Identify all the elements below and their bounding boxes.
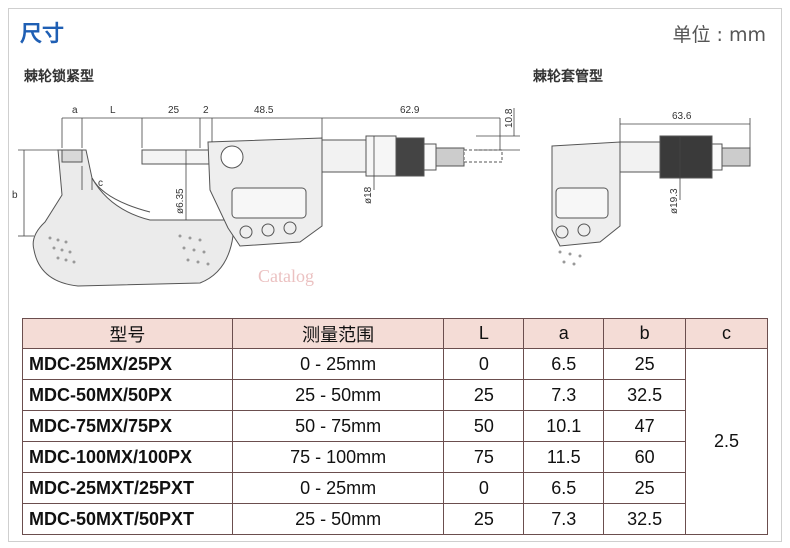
cell-a: 6.5 [523,472,605,504]
cell-a: 7.3 [523,503,605,535]
right-micrometer-drawing [551,118,751,266]
watermark: Catalog [258,266,314,286]
frame [8,8,782,542]
table-row: MDC-25MX/25PX 0 - 25mm 0 6.5 25 2.5 [22,348,768,535]
spec-table: 型号 测量范围 L a b c MDC-25MX/25PX 0 - 25mm 0… [22,318,768,535]
cell-model: MDC-25MXT/25PXT [22,472,233,504]
cell-c-merged: 2.5 [685,348,768,535]
table-row: MDC-25MXT/25PXT 0 - 25mm 0 6.5 25 [22,472,768,504]
header-c: c [685,318,768,349]
header-a: a [523,318,605,349]
table-header-row: 型号 测量范围 L a b c [22,318,768,349]
cell-range: 50 - 75mm [231,410,445,442]
unit-label: 单位 : mm [672,24,767,46]
dim-10-8: 10.8 [504,108,515,128]
header-model: 型号 [22,318,233,349]
cell-L: 50 [443,410,525,442]
cell-range: 75 - 100mm [231,441,445,473]
cell-L: 75 [443,441,525,473]
cell-model: MDC-75MX/75PX [22,410,233,442]
right-diagram-caption: 棘轮套管型 [533,69,603,85]
cell-range: 25 - 50mm [231,379,445,411]
cell-range: 0 - 25mm [231,348,445,380]
cell-a: 10.1 [523,410,605,442]
cell-model: MDC-100MX/100PX [22,441,233,473]
cell-range: 0 - 25mm [231,472,445,504]
dim-62-9: 62.9 [400,105,420,116]
dim-c: c [98,178,103,189]
cell-b: 25 [603,348,687,380]
left-diagram-caption: 棘轮锁紧型 [24,69,94,85]
cell-L: 25 [443,503,525,535]
dim-phi-19-3: ø19.3 [669,188,680,214]
dim-63-6: 63.6 [672,111,692,122]
header-range: 测量范围 [231,318,445,349]
header-b: b [603,318,687,349]
table-row: MDC-100MX/100PX 75 - 100mm 75 11.5 60 [22,441,768,473]
cell-L: 0 [443,348,525,380]
cell-b: 60 [603,441,687,473]
table-row: MDC-50MX/50PX 25 - 50mm 25 7.3 32.5 [22,379,768,411]
page-title: 尺寸 [20,22,65,47]
cell-b: 25 [603,472,687,504]
cell-L: 25 [443,379,525,411]
cell-a: 6.5 [523,348,605,380]
cell-model: MDC-50MXT/50PXT [22,503,233,535]
left-micrometer-drawing [18,108,520,287]
cell-model: MDC-50MX/50PX [22,379,233,411]
cell-b: 32.5 [603,503,687,535]
cell-L: 0 [443,472,525,504]
cell-a: 7.3 [523,379,605,411]
dim-48-5: 48.5 [254,105,274,116]
dim-b: b [12,190,18,201]
cell-a: 11.5 [523,441,605,473]
cell-range: 25 - 50mm [231,503,445,535]
dim-L: L [110,105,116,116]
cell-model: MDC-25MX/25PX [22,348,233,380]
dim-phi-18: ø18 [363,186,374,204]
micrometer-drawings: a L 25 2 48.5 62.9 10.8 c b ø6.35 ø18 Ca… [12,105,751,287]
dim-phi-6-35: ø6.35 [175,188,186,214]
dim-25: 25 [168,105,180,116]
table-row: MDC-75MX/75PX 50 - 75mm 50 10.1 47 [22,410,768,442]
dim-a: a [72,105,78,116]
cell-b: 47 [603,410,687,442]
table-row: MDC-50MXT/50PXT 25 - 50mm 25 7.3 32.5 [22,503,768,535]
dim-2: 2 [203,105,209,116]
header-L: L [443,318,525,349]
cell-b: 32.5 [603,379,687,411]
